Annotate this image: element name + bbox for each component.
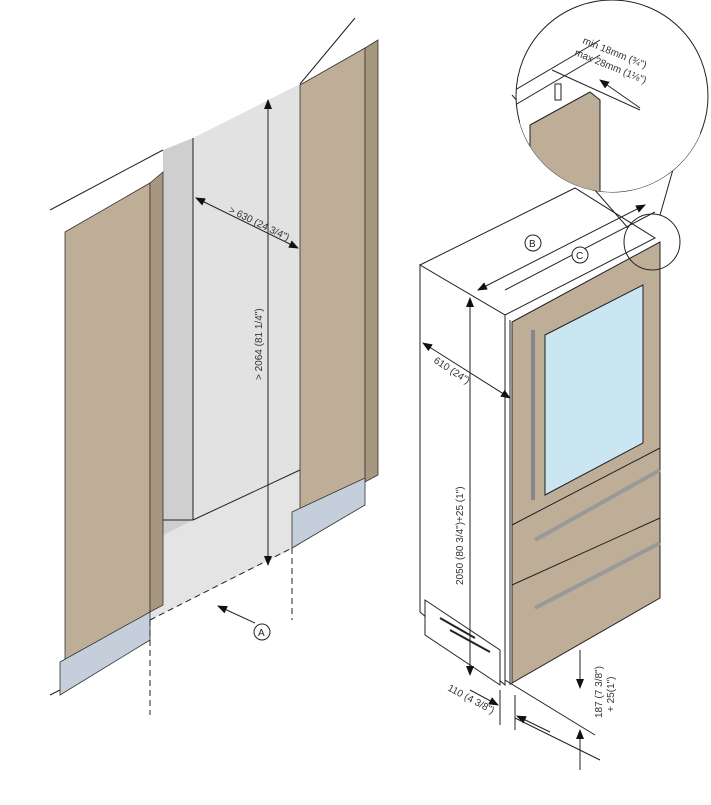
callout-b-label: B [529,239,536,250]
niche: > 630 (24 3/4") > 2064 (81 1/4") A [49,17,379,715]
left-panel-front [64,182,151,663]
right-panel-front [299,47,366,519]
door-glass [544,284,644,496]
plinth-height-extra-label: + 25(1") [606,676,617,712]
callout-a-label: A [258,628,265,639]
niche-height-label: > 2064 (81 1/4") [254,308,265,380]
detail-magnifier: min 18mm (¾") max 28mm (1⅛") [511,0,709,271]
right-plinth [291,477,366,549]
niche-side-wall [163,138,193,535]
callout-b [524,234,542,252]
plinth-height-label: 187 (7 3/8") [594,666,605,718]
appliance: B C 610 (24") 2050 (80 3/4")+25 (1") 187… [418,187,661,770]
callout-c [571,246,589,264]
right-panel-side [364,39,379,483]
niche-back-wall [193,84,300,520]
callout-c-label: C [576,251,583,262]
callout-a [253,623,271,641]
left-panel-side [149,171,164,613]
height-label: 2050 (80 3/4")+25 (1") [455,486,466,585]
